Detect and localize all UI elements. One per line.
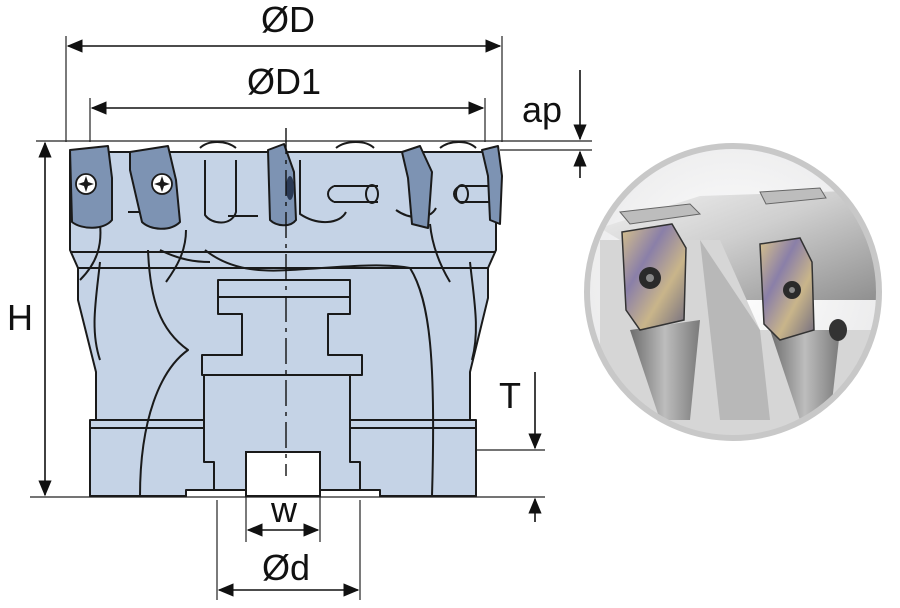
insert-3-screw bbox=[286, 176, 294, 200]
insert-3 bbox=[267, 143, 297, 227]
photo-flute-right bbox=[770, 330, 840, 420]
torx-screw-icon bbox=[154, 176, 170, 192]
photo-ring bbox=[584, 143, 882, 441]
pocket-1 bbox=[204, 160, 237, 224]
insert-4 bbox=[401, 145, 433, 229]
insert-5 bbox=[481, 145, 503, 225]
photo-shadow bbox=[700, 240, 770, 420]
torx-screw-icon bbox=[78, 176, 94, 192]
cutter-photo-inset bbox=[584, 143, 882, 441]
cutter-body bbox=[69, 128, 503, 497]
label-depth-of-cut: ap bbox=[522, 89, 562, 130]
photo-coolant-hole bbox=[829, 319, 847, 341]
gullet-left bbox=[79, 223, 102, 281]
ridge-3 bbox=[439, 141, 477, 149]
photo-flute-left bbox=[630, 320, 700, 420]
hub-section bbox=[201, 279, 363, 491]
torx-screw-center bbox=[789, 287, 795, 293]
flute-left bbox=[139, 249, 189, 497]
flute-edge-right bbox=[469, 261, 477, 361]
photo-insert-edge bbox=[759, 187, 827, 205]
label-height: H bbox=[7, 297, 33, 338]
gullet-right bbox=[429, 223, 451, 283]
flute-top-curve bbox=[159, 249, 211, 263]
label-keyway-width: w bbox=[270, 489, 298, 530]
dimension-labels: ØD ØD1 ap H T w Ød bbox=[7, 0, 562, 588]
pocket-2 bbox=[299, 160, 347, 223]
label-keyway-depth: T bbox=[499, 375, 521, 416]
keyway-slot bbox=[245, 451, 321, 497]
torx-screw-center bbox=[646, 274, 654, 282]
gullet-2 bbox=[165, 229, 187, 283]
flute-edge-left bbox=[93, 261, 101, 361]
ridge-2 bbox=[335, 141, 375, 149]
ridge-1 bbox=[199, 141, 237, 149]
photo-insert-edge bbox=[619, 203, 702, 225]
coolant-hole-right bbox=[455, 184, 469, 204]
label-bore-diameter: Ød bbox=[262, 547, 310, 588]
flute-center bbox=[204, 249, 435, 497]
coolant-hole bbox=[365, 184, 379, 204]
label-cutting-diameter: ØD1 bbox=[247, 61, 321, 102]
label-outer-diameter: ØD bbox=[261, 0, 315, 40]
